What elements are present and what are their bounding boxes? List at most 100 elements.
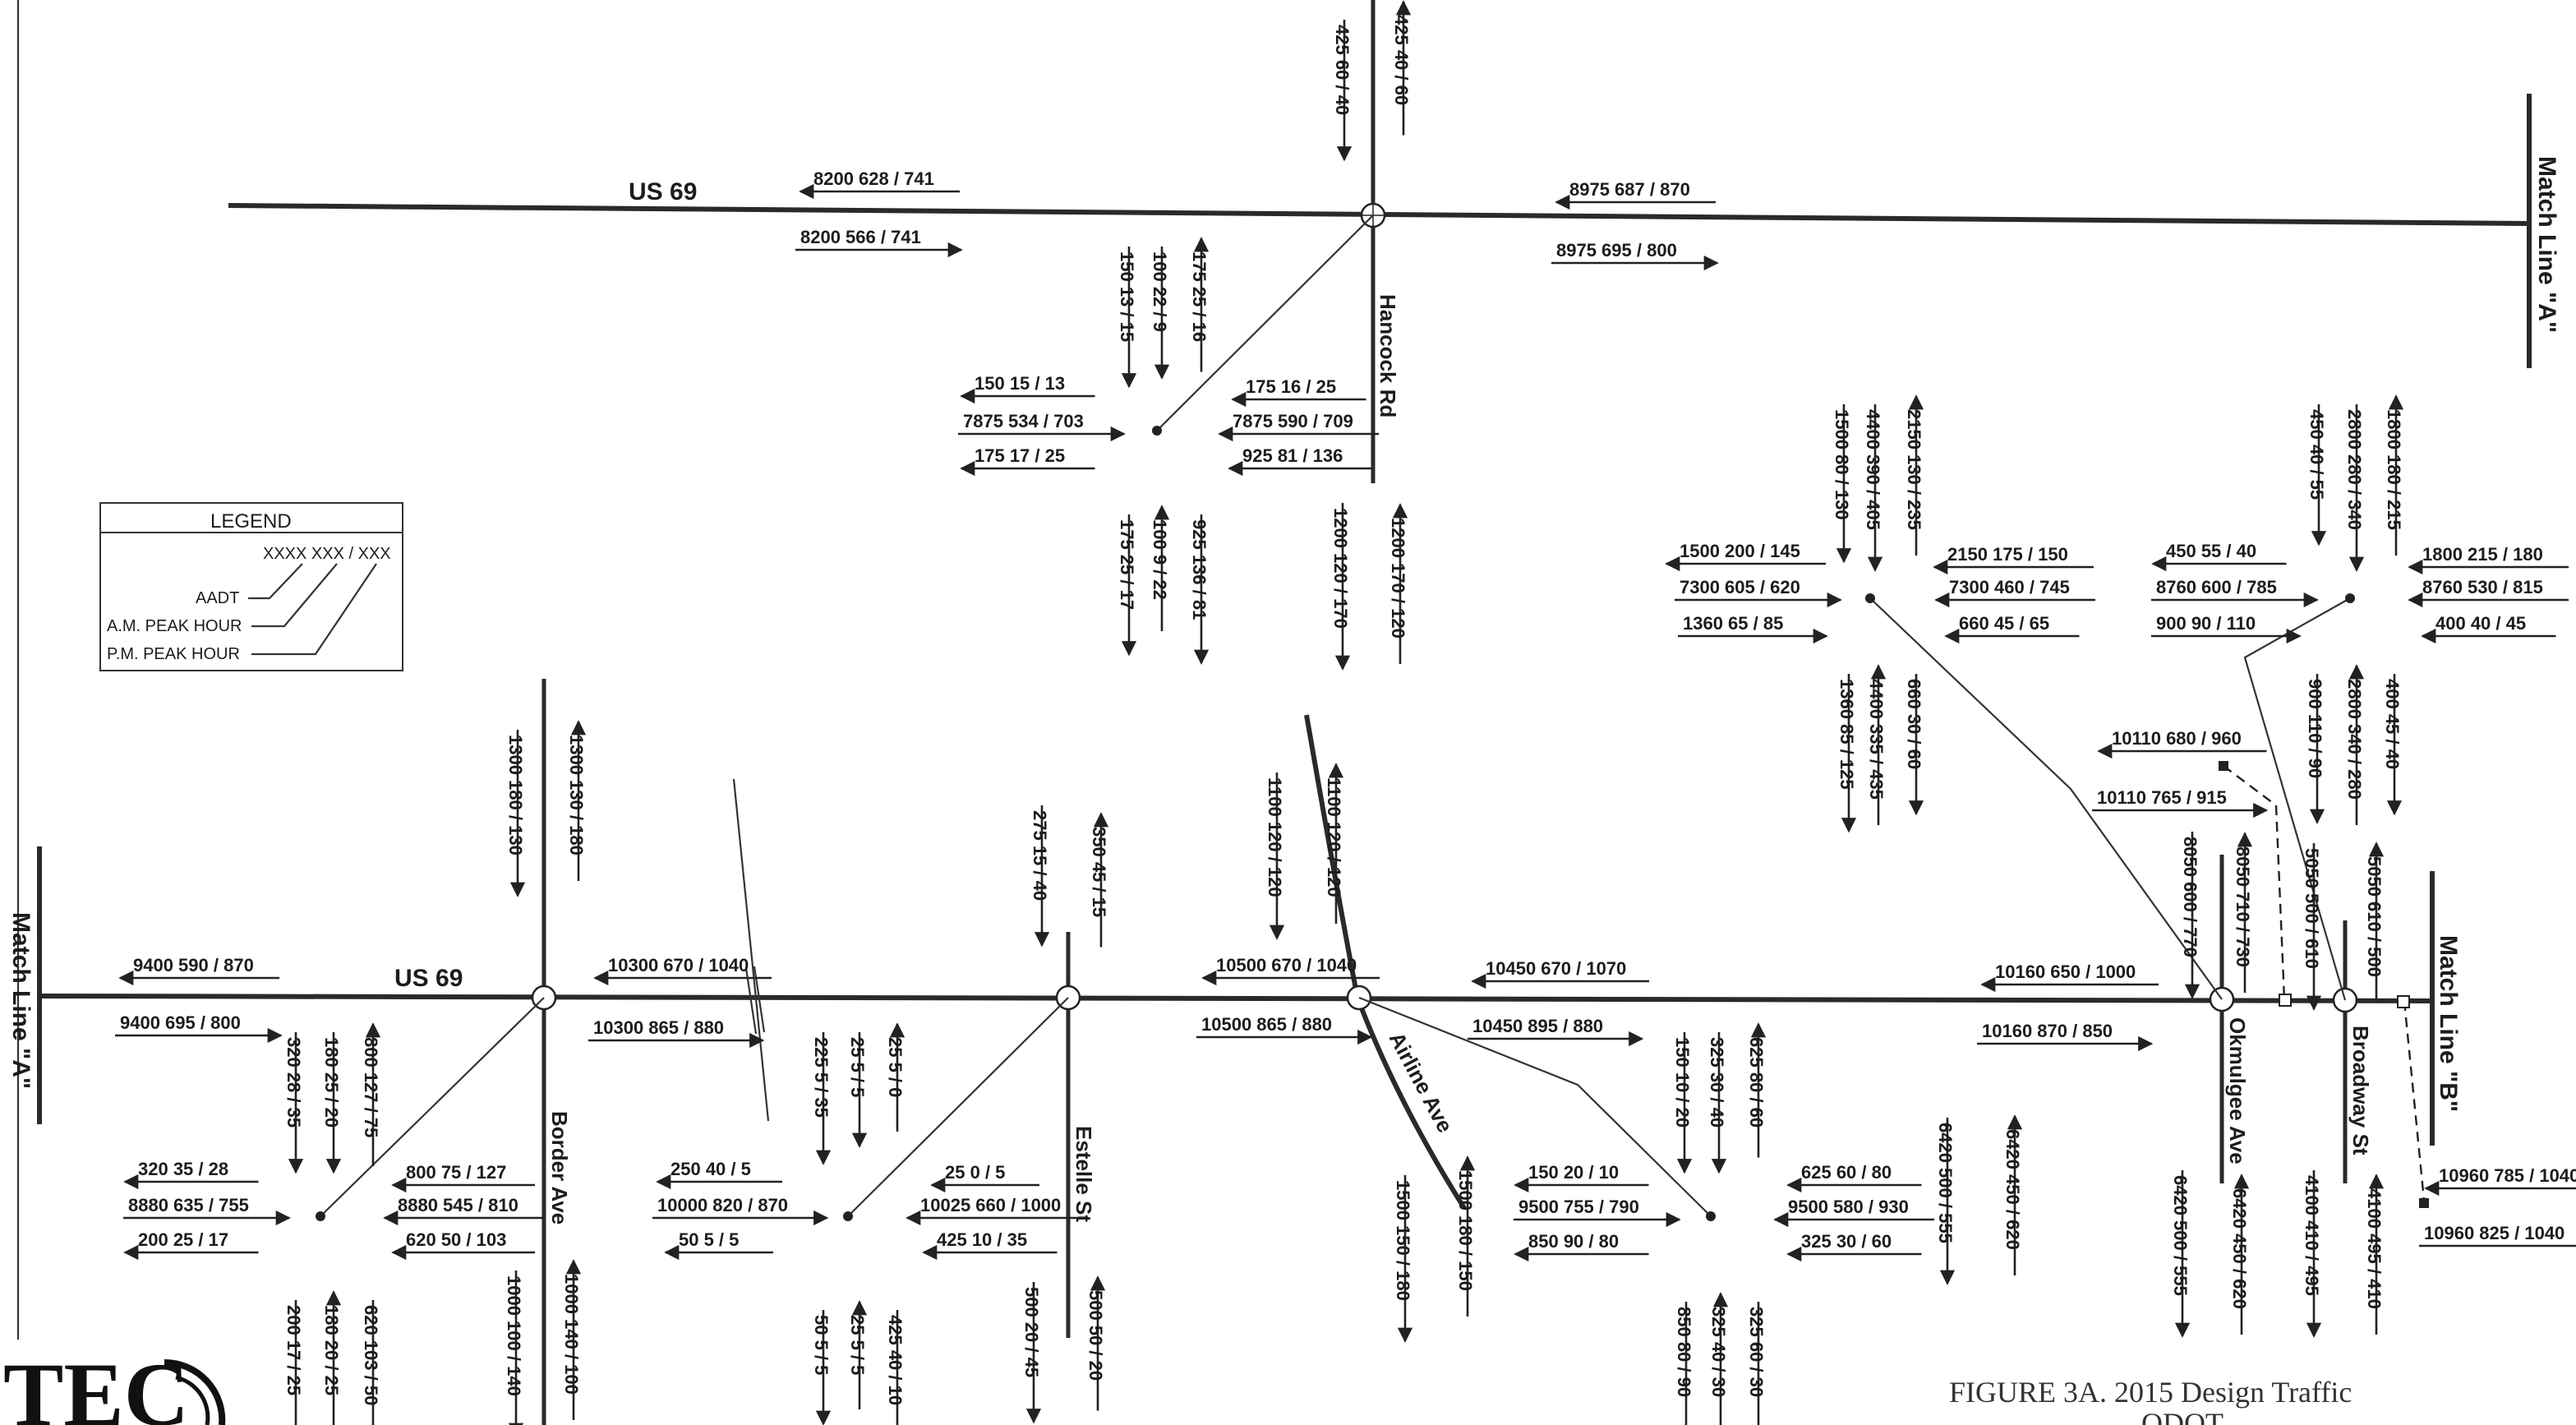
volume-text: 4400 335 / 435: [1866, 679, 1887, 800]
volume-label: 450 55 / 40: [2151, 541, 2287, 572]
volume-text: 350 45 / 15: [1089, 827, 1109, 917]
volume-label: 6420 450 / 620: [2002, 1114, 2023, 1275]
volume-text: 400 40 / 45: [2435, 613, 2526, 634]
broadway-st-label: Broadway St: [2348, 1026, 2373, 1155]
volume-label: 8880 545 / 810: [383, 1195, 544, 1226]
volume-text: 425 10 / 35: [937, 1229, 1027, 1250]
volume-label: 150 13 / 15: [1117, 247, 1137, 389]
volume-label: 400 45 / 40: [2382, 674, 2403, 816]
volume-label: 10500 670 / 1040: [1201, 955, 1380, 986]
volume-text: 425 60 / 40: [1332, 25, 1353, 115]
volume-label: 150 20 / 10: [1514, 1162, 1649, 1193]
volume-label: 325 30 / 60: [1786, 1231, 1922, 1262]
volume-label: 6420 450 / 620: [2229, 1174, 2250, 1335]
volume-text: 1100 120 / 120: [1265, 777, 1285, 897]
volume-text: 1800 215 / 180: [2422, 544, 2543, 565]
volume-label: 8050 710 / 730: [2233, 832, 2253, 993]
volume-text: 620 103 / 50: [361, 1305, 381, 1405]
volume-text: 200 17 / 25: [283, 1305, 304, 1395]
volume-text: 2800 340 / 280: [2344, 679, 2365, 800]
volume-label: 100 9 / 22: [1150, 505, 1170, 631]
volume-label: 900 90 / 110: [2151, 613, 2302, 644]
volume-label: 1360 65 / 85: [1678, 613, 1828, 644]
volume-label: 425 40 / 10: [885, 1310, 906, 1425]
volume-text: 2800 280 / 340: [2344, 409, 2365, 530]
volume-text: 400 45 / 40: [2382, 679, 2403, 769]
volume-label: 10160 650 / 1000: [1980, 962, 2159, 993]
volume-label: 1500 200 / 145: [1665, 541, 1826, 572]
volume-label: 175 17 / 25: [960, 445, 1095, 477]
volume-label: 620 103 / 50: [361, 1300, 381, 1425]
border-ave-label: Border Ave: [547, 1111, 572, 1224]
okmulgee-ave-label: Okmulgee Ave: [2225, 1017, 2250, 1164]
volume-text: 25 5 / 5: [847, 1037, 868, 1097]
volume-label: 1200 120 / 170: [1330, 503, 1351, 671]
volume-text: 25 5 / 5: [847, 1315, 868, 1375]
volume-label: 4400 335 / 435: [1866, 664, 1887, 825]
volume-text: 1500 180 / 150: [1455, 1170, 1476, 1291]
volume-label: 1500 180 / 150: [1455, 1155, 1476, 1317]
volume-text: 4100 410 / 495: [2302, 1175, 2322, 1296]
volume-text: 10110 765 / 915: [2097, 787, 2227, 808]
volume-text: 5050 610 / 500: [2364, 856, 2385, 977]
volume-text: 625 60 / 80: [1801, 1162, 1892, 1183]
volume-label: 50 5 / 5: [811, 1310, 832, 1425]
volume-text: 8050 600 / 770: [2180, 837, 2200, 957]
volume-text: 1500 80 / 130: [1832, 409, 1852, 520]
volume-label: 800 75 / 127: [391, 1162, 535, 1193]
rail-line: [732, 778, 770, 1122]
volume-text: 325 30 / 40: [1707, 1037, 1727, 1128]
volume-text: 320 28 / 35: [283, 1037, 304, 1128]
volume-text: 925 136 / 81: [1189, 519, 1210, 620]
volume-label: 275 15 / 40: [1030, 805, 1050, 948]
volume-label: 8760 530 / 815: [2408, 577, 2569, 608]
volume-text: 9500 580 / 930: [1788, 1197, 1909, 1217]
volume-label: 850 90 / 80: [1514, 1231, 1649, 1262]
volume-text: 1360 85 / 125: [1836, 679, 1857, 790]
volume-label: 320 28 / 35: [283, 1032, 304, 1174]
volume-text: 10500 670 / 1040: [1216, 955, 1357, 975]
volume-label: 10960 825 / 1040: [2419, 1223, 2576, 1247]
volume-text: 175 25 / 17: [1117, 519, 1137, 610]
volume-text: 900 110 / 90: [2305, 679, 2325, 778]
volume-label: 620 50 / 103: [391, 1229, 535, 1261]
volume-label: 180 20 / 25: [321, 1290, 342, 1425]
volume-text: 1500 200 / 145: [1680, 541, 1800, 561]
volume-text: 180 20 / 25: [321, 1305, 342, 1395]
figure-caption-sub: ODOT: [2141, 1407, 2223, 1425]
match-line-b-label: Match Line "B": [2435, 935, 2462, 1112]
volume-label: 10450 895 / 880: [1468, 1016, 1644, 1047]
match-line-a-right-label: Match Line "A": [2533, 156, 2560, 333]
volume-label: 200 25 / 17: [123, 1229, 259, 1261]
volume-text: 800 127 / 75: [361, 1037, 381, 1137]
volume-text: 175 16 / 25: [1246, 376, 1336, 397]
volume-text: 7875 534 / 703: [963, 411, 1084, 431]
volume-text: 8975 687 / 870: [1569, 179, 1690, 200]
volume-label: 7875 534 / 703: [958, 411, 1126, 442]
volume-text: 850 80 / 90: [1674, 1307, 1694, 1397]
volume-text: 1200 170 / 120: [1388, 518, 1408, 639]
volume-text: 2150 130 / 235: [1904, 409, 1924, 530]
volume-text: 10960 785 / 1040: [2439, 1165, 2576, 1186]
volume-text: 10300 670 / 1040: [608, 955, 749, 975]
volume-text: 150 10 / 20: [1672, 1037, 1693, 1128]
volume-text: 325 30 / 60: [1801, 1231, 1892, 1252]
volume-text: 100 22 / 9: [1150, 251, 1170, 332]
volume-text: 25 0 / 5: [945, 1162, 1005, 1183]
volume-label: 325 60 / 30: [1746, 1302, 1767, 1425]
volume-label: 1100 120 / 120: [1324, 763, 1344, 924]
volume-label: 350 45 / 15: [1089, 812, 1109, 948]
volume-label: 450 40 / 55: [2306, 404, 2327, 546]
volume-text: 1200 120 / 170: [1330, 508, 1351, 629]
volume-text: 4400 390 / 405: [1863, 409, 1883, 530]
volume-label: 1800 180 / 215: [2384, 394, 2404, 556]
volume-text: 175 17 / 25: [975, 445, 1065, 466]
volume-label: 1100 120 / 120: [1265, 772, 1285, 940]
volume-label: 660 30 / 60: [1904, 674, 1924, 816]
volume-label: 8200 566 / 741: [795, 227, 963, 258]
legend: LEGEND XXXX XXX / XXX AADT A.M. PEAK HOU…: [99, 502, 403, 671]
volume-text: 500 50 / 20: [1085, 1290, 1106, 1381]
volume-text: 925 81 / 136: [1242, 445, 1343, 466]
volume-text: 8050 710 / 730: [2233, 846, 2253, 967]
volume-label: 1300 180 / 130: [505, 730, 526, 897]
